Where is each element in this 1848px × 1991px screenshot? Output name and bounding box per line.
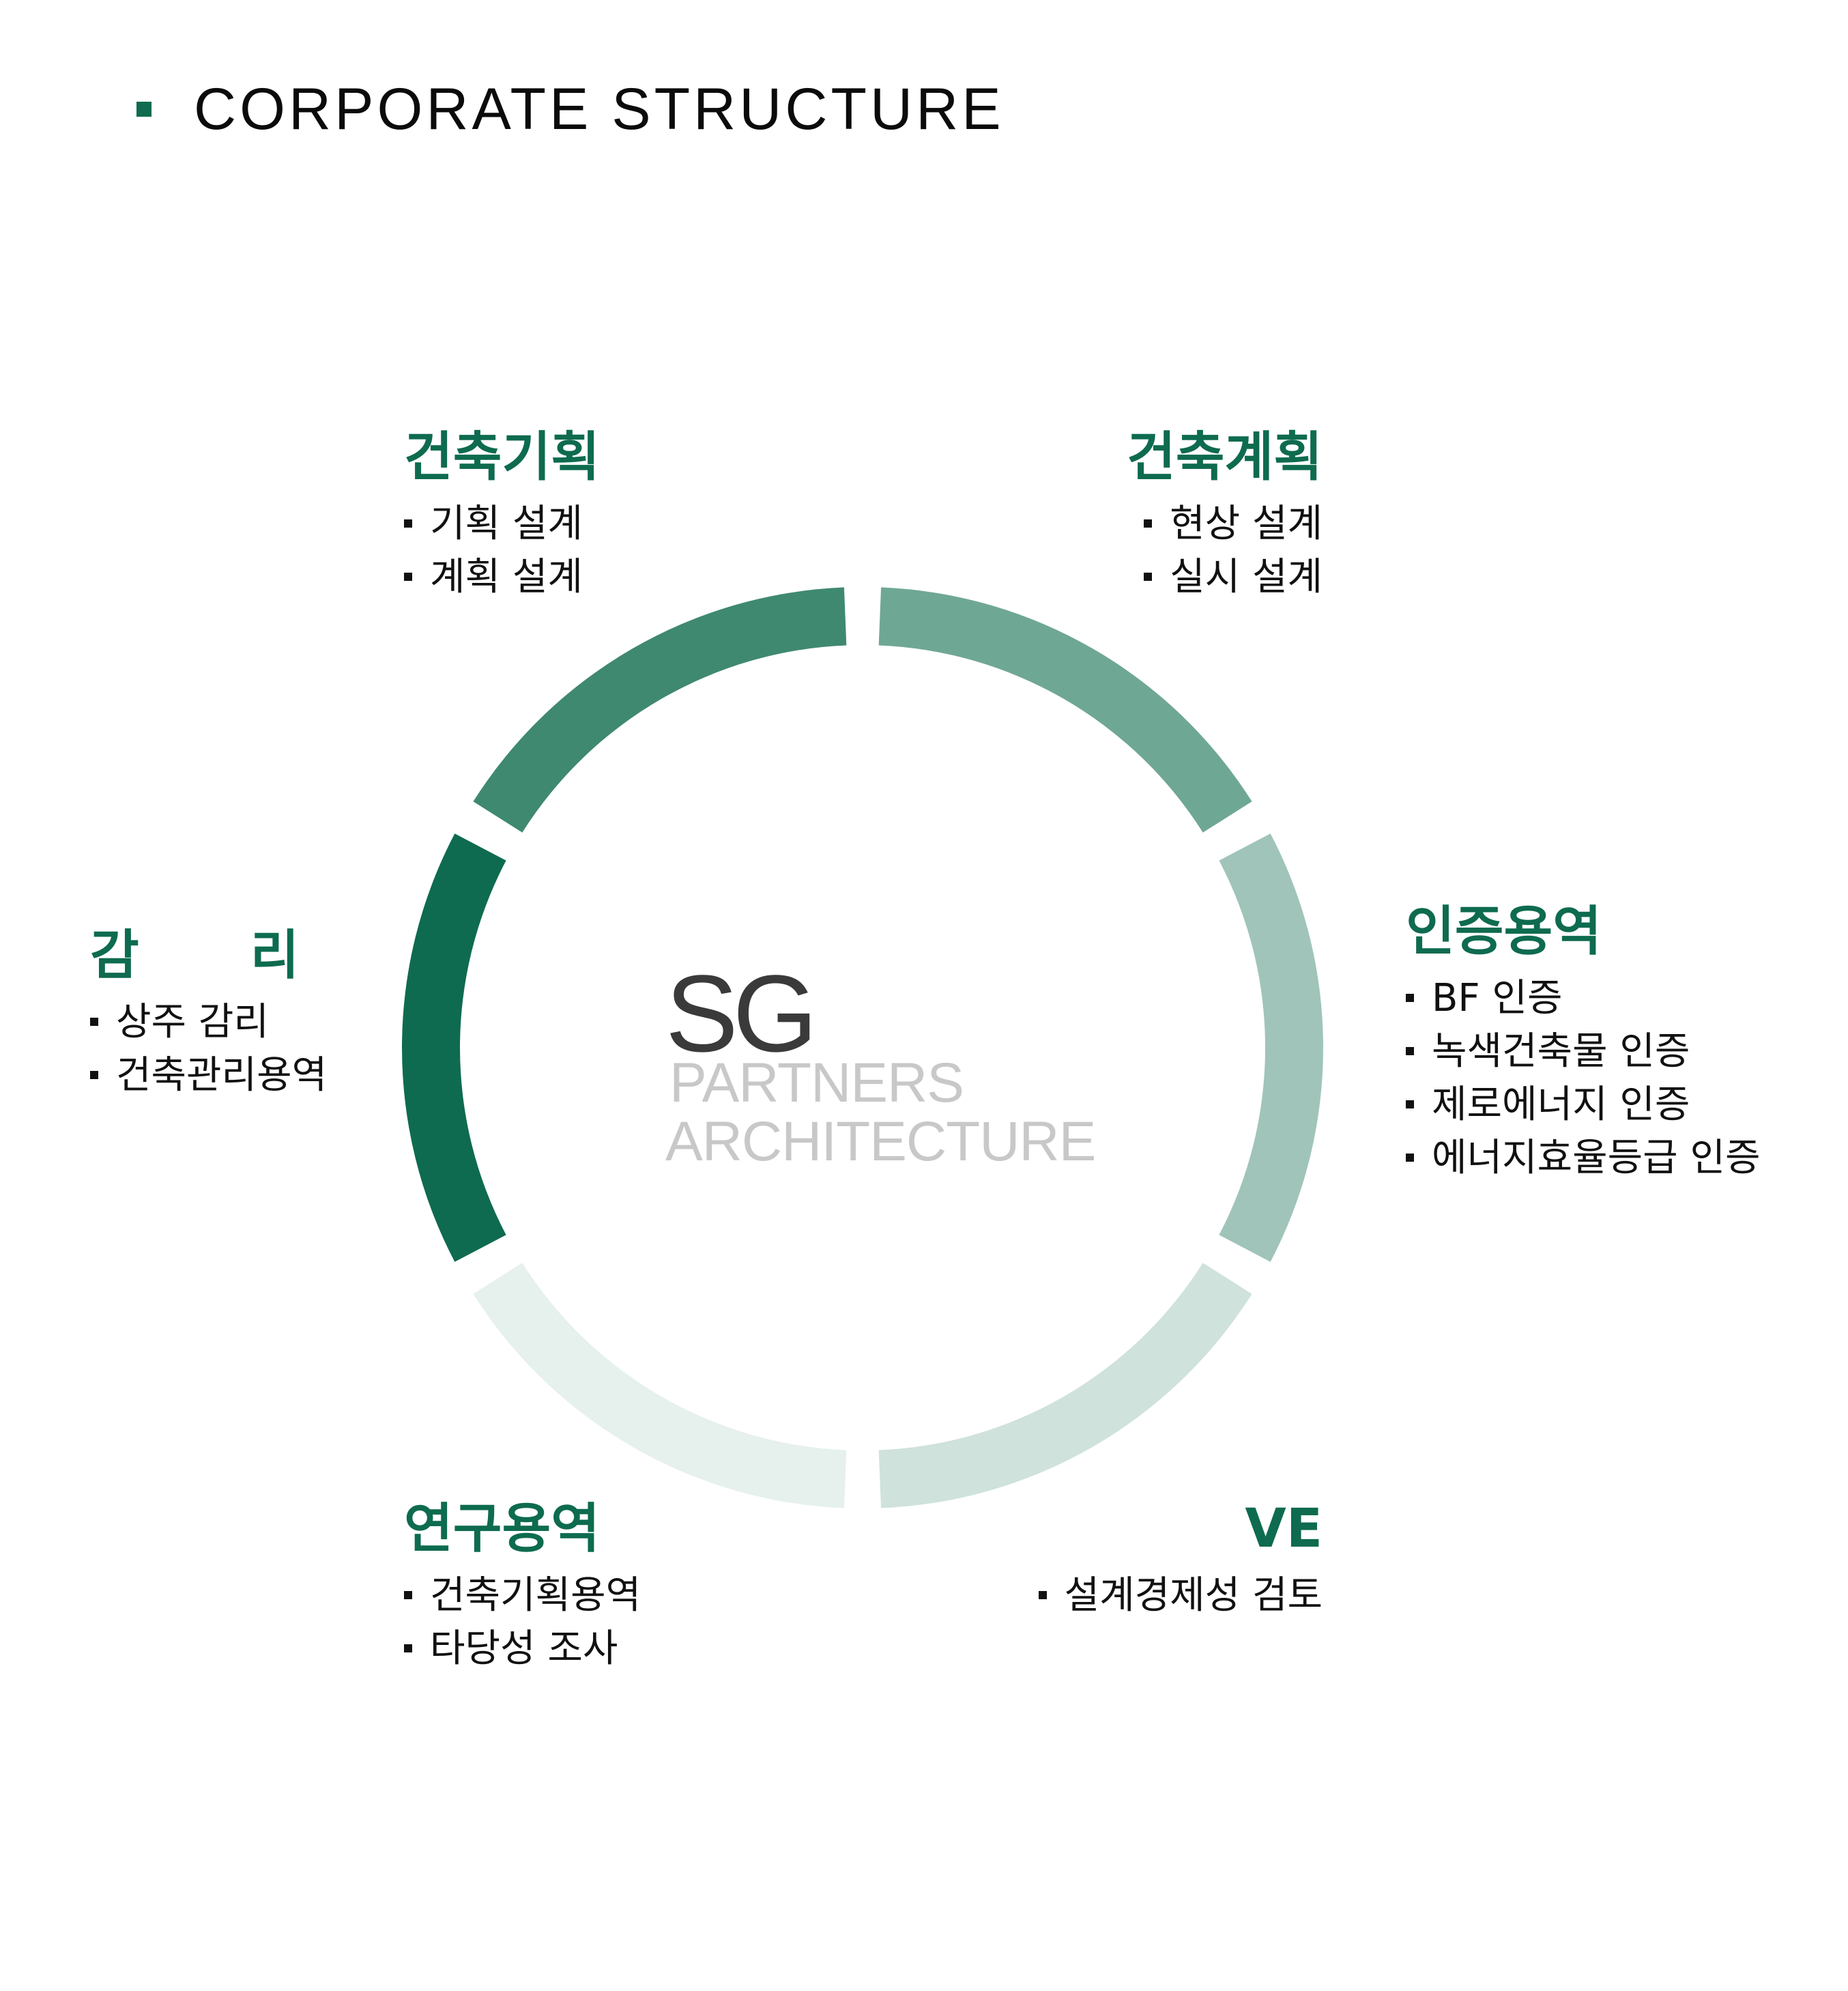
- service-certification-title: 인증용역: [1406, 901, 1602, 962]
- service-ve-title: VE: [1245, 1498, 1323, 1560]
- bullet-square: [1406, 1046, 1414, 1055]
- bullet-square: [1406, 1100, 1414, 1108]
- ring-segment-planning: [878, 587, 1252, 833]
- list-item: 제로에너지 인증: [1406, 1078, 1760, 1132]
- service-planning-list: 기획 설계 계획 설계: [404, 498, 600, 604]
- bullet-square: [404, 519, 412, 528]
- service-item-label: 제로에너지 인증: [1432, 1083, 1690, 1127]
- service-design: 건축계획 현상 설계 실시 설계: [1127, 427, 1323, 604]
- service-supervision-list: 상주 감리 건축관리용역: [90, 996, 327, 1102]
- list-item: BF 인증: [1406, 972, 1760, 1025]
- center-logo: SGPARTNERS ARCHITECTURE: [665, 952, 1096, 1173]
- service-item-label: 실시 설계: [1170, 555, 1323, 599]
- service-item-label: 녹색건축물 인증: [1432, 1029, 1690, 1074]
- ring-segment-research: [402, 833, 506, 1262]
- service-item-label: 타당성 조사: [430, 1627, 618, 1671]
- bullet-square: [404, 572, 412, 581]
- bullet-square: [404, 1590, 412, 1599]
- list-item: 녹색건축물 인증: [1406, 1025, 1760, 1078]
- service-research-title: 연구용역: [404, 1498, 601, 1560]
- service-ve: VE 설계경제성 검토: [1038, 1498, 1323, 1622]
- ring-segment-certification: [878, 1263, 1252, 1508]
- page-header: CORPORATE STRUCTURE: [136, 75, 1005, 143]
- list-item: 기획 설계: [404, 498, 600, 551]
- bullet-square: [90, 1017, 98, 1026]
- service-item-label: 건축기획용역: [430, 1573, 641, 1618]
- service-research-list: 건축기획용역 타당성 조사: [404, 1569, 641, 1676]
- bullet-square: [1406, 1153, 1414, 1162]
- list-item: 건축기획용역: [404, 1569, 641, 1622]
- service-item-label: 건축관리용역: [116, 1053, 328, 1098]
- service-item-label: 계획 설계: [430, 555, 583, 599]
- logo-sg: SG: [665, 952, 818, 1074]
- bullet-square: [1038, 1590, 1047, 1599]
- service-certification: 인증용역 BF 인증 녹색건축물 인증 제로에너지 인증 에너지효율등급 인증: [1406, 901, 1760, 1185]
- service-design-list: 현상 설계 실시 설계: [1127, 498, 1323, 604]
- logo-top-line: SGPARTNERS: [665, 952, 1088, 1121]
- service-item-label: 설계경제성 검토: [1064, 1573, 1323, 1618]
- logo-partners: PARTNERS: [669, 1052, 964, 1114]
- service-supervision-title: 감 리: [90, 925, 300, 986]
- bullet-square: [1406, 993, 1414, 1002]
- bullet-square: [1144, 572, 1153, 581]
- list-item: 실시 설계: [1127, 551, 1323, 604]
- bullet-square: [90, 1070, 98, 1079]
- service-supervision: 감 리 상주 감리 건축관리용역: [90, 925, 327, 1102]
- logo-architecture: ARCHITECTURE: [665, 1111, 1096, 1173]
- service-planning-title: 건축기획: [404, 427, 601, 488]
- list-item: 타당성 조사: [404, 1622, 641, 1676]
- bullet-square: [1144, 519, 1153, 528]
- ring-segment-ve: [473, 1263, 847, 1508]
- list-item: 상주 감리: [90, 996, 327, 1049]
- service-design-title: 건축계획: [1126, 427, 1323, 488]
- list-item: 건축관리용역: [90, 1049, 327, 1102]
- list-item: 계획 설계: [404, 551, 600, 604]
- bullet-square: [404, 1644, 412, 1652]
- list-item: 설계경제성 검토: [1038, 1569, 1323, 1622]
- service-item-label: 기획 설계: [430, 502, 583, 546]
- service-item-label: BF 인증: [1432, 976, 1563, 1020]
- service-planning: 건축기획 기획 설계 계획 설계: [404, 427, 600, 604]
- list-item: 현상 설계: [1127, 498, 1323, 551]
- service-research: 연구용역 건축기획용역 타당성 조사: [404, 1498, 641, 1676]
- title-bullet-square: [136, 102, 151, 117]
- ring-segment-supervision: [473, 587, 847, 833]
- page-title: CORPORATE STRUCTURE: [194, 76, 1005, 142]
- ring-segment-design: [1219, 833, 1323, 1262]
- list-item: 에너지효율등급 인증: [1406, 1132, 1760, 1185]
- service-item-label: 현상 설계: [1170, 502, 1323, 546]
- service-item-label: 상주 감리: [116, 1000, 269, 1044]
- service-ve-list: 설계경제성 검토: [1038, 1569, 1323, 1622]
- service-certification-list: BF 인증 녹색건축물 인증 제로에너지 인증 에너지효율등급 인증: [1406, 972, 1760, 1185]
- service-item-label: 에너지효율등급 인증: [1432, 1136, 1761, 1180]
